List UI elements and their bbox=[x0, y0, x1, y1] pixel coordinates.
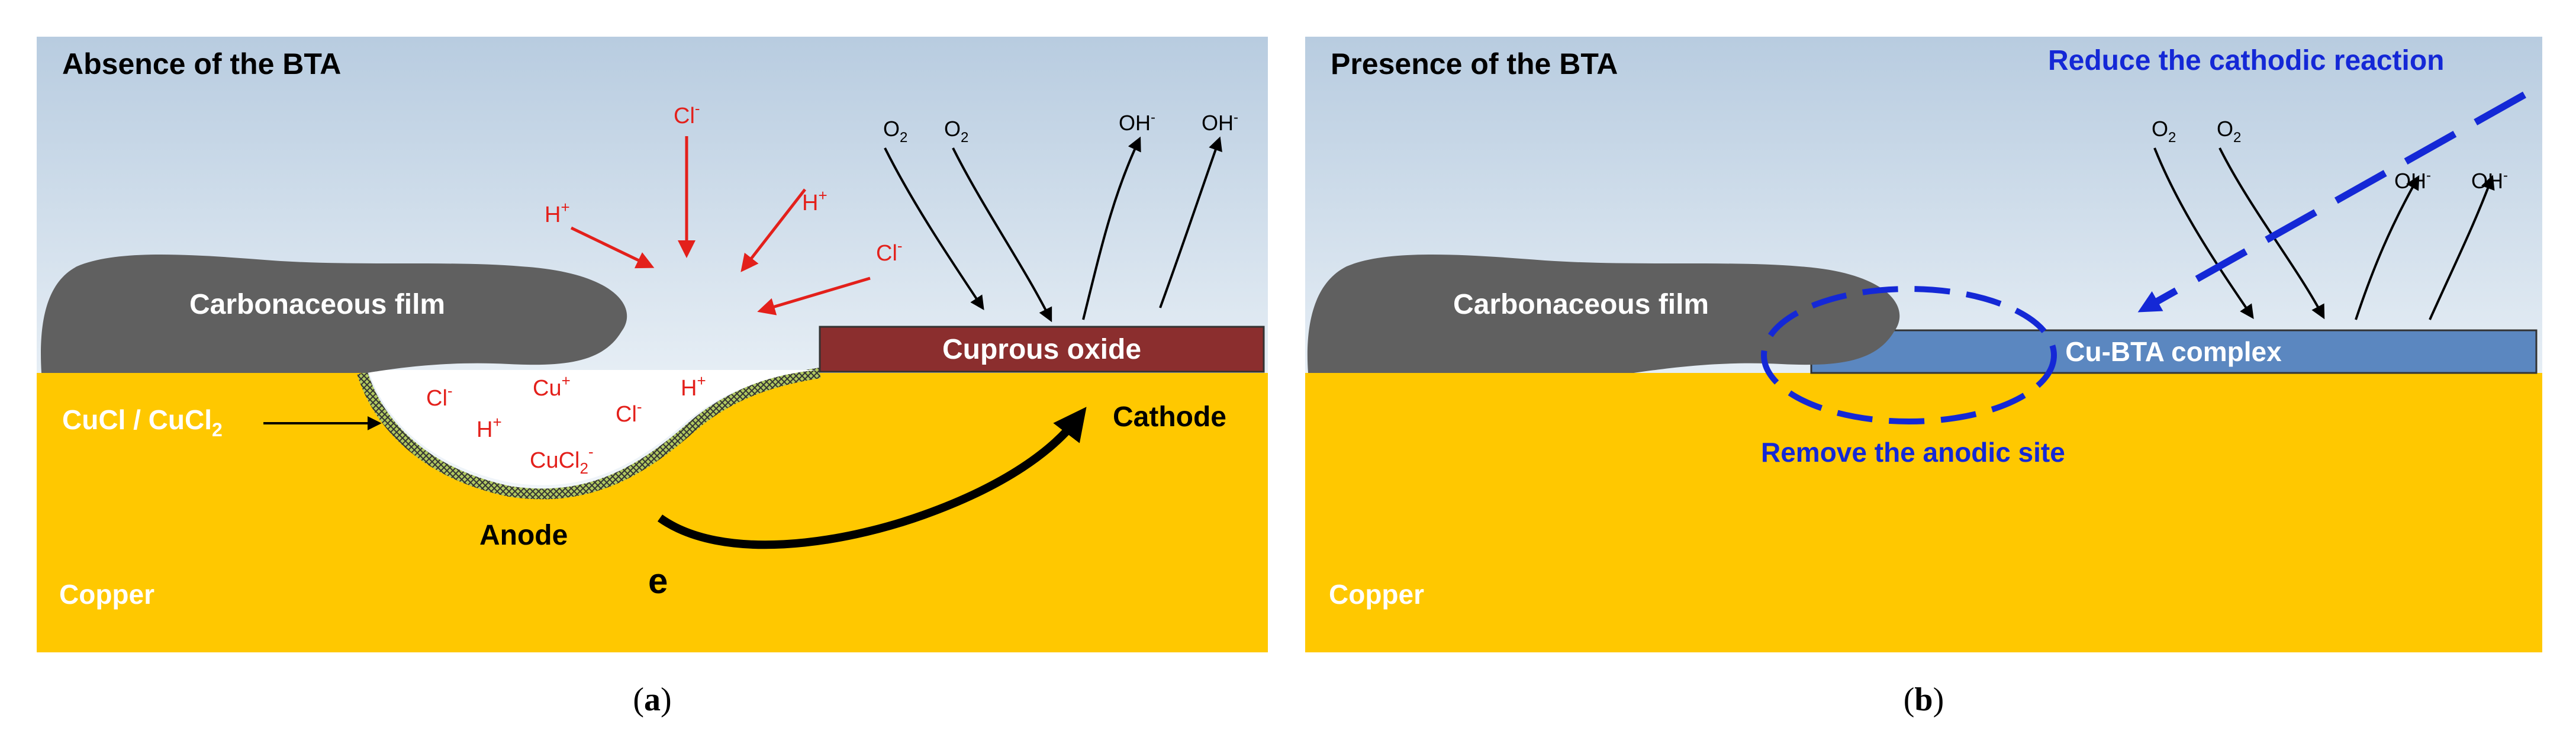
carbonaceous-film-b bbox=[1307, 255, 1900, 373]
carbon-film-label-b: Carbonaceous film bbox=[1453, 289, 1709, 320]
reduce-cathodic-arrow bbox=[2137, 91, 2526, 313]
carbonaceous-film-a bbox=[41, 255, 627, 373]
red-arrow-4 bbox=[757, 276, 871, 316]
cucl-layer bbox=[357, 368, 821, 500]
panel-a-title: Absence of the BTA bbox=[62, 47, 341, 81]
red-arrow-3 bbox=[740, 188, 806, 272]
copper-substrate-b bbox=[1305, 373, 2542, 652]
oh-b-2: OH- bbox=[2471, 168, 2508, 193]
o2-a-1: O2 bbox=[883, 117, 907, 146]
solution-ions: Cl- H+ H+ Cl- bbox=[545, 99, 903, 266]
sol-h-left: H+ bbox=[545, 198, 570, 227]
cucl-label: CuCl / CuCl2 bbox=[62, 404, 223, 440]
electron-label: e bbox=[648, 561, 668, 601]
oxygen-arrows-a bbox=[884, 136, 1222, 323]
oxygen-labels-a: O2 O2 OH- OH- bbox=[883, 110, 1238, 146]
ion-h-1: H+ bbox=[681, 372, 706, 401]
anode-label: Anode bbox=[479, 520, 568, 551]
panel-b: Presence of the BTA Reduce the cathodic … bbox=[1305, 37, 2542, 652]
oxygen-labels-b: O2 O2 OH- OH- bbox=[2152, 117, 2508, 193]
o2-b-2: O2 bbox=[2217, 117, 2241, 146]
ion-cucl2: CuCl2- bbox=[530, 443, 594, 477]
reduce-cathodic-label: Reduce the cathodic reaction bbox=[2048, 45, 2445, 76]
ion-cl-2: Cl- bbox=[616, 398, 642, 427]
oh-a-1: OH- bbox=[1119, 110, 1155, 135]
ion-migration-arrows bbox=[570, 136, 871, 316]
o2-b-1: O2 bbox=[2152, 117, 2176, 146]
remove-anodic-label: Remove the anodic site bbox=[1761, 437, 2065, 468]
cu-bta-complex-bar bbox=[1810, 329, 2538, 374]
oh-a-2: OH- bbox=[1202, 110, 1238, 135]
cathode-label: Cathode bbox=[1113, 401, 1226, 433]
cu-bta-label: Cu-BTA complex bbox=[2065, 336, 2282, 367]
o2-a-2: O2 bbox=[944, 117, 968, 146]
ion-h-2: H+ bbox=[476, 413, 502, 442]
panel-b-title: Presence of the BTA bbox=[1331, 47, 1618, 81]
caption-a: (a) bbox=[633, 681, 671, 718]
panel-a: Absence of the BTA Carbonaceous film Cup… bbox=[37, 37, 1268, 652]
ion-cu: Cu+ bbox=[533, 372, 571, 401]
ion-cl-1: Cl- bbox=[426, 382, 453, 411]
pit-interior bbox=[368, 370, 817, 485]
caption-b: (b) bbox=[1904, 681, 1944, 718]
pit-ions: Cl- Cu+ Cl- H+ H+ CuCl2- bbox=[426, 372, 706, 477]
copper-substrate-a bbox=[37, 373, 1268, 652]
cuprous-oxide-label: Cuprous oxide bbox=[942, 334, 1141, 365]
sol-cl-top: Cl- bbox=[674, 99, 700, 128]
red-arrow-2 bbox=[570, 226, 655, 269]
cuprous-oxide-bar bbox=[819, 326, 1265, 373]
carbon-film-label-a: Carbonaceous film bbox=[189, 289, 445, 320]
copper-label-b: Copper bbox=[1329, 579, 1424, 610]
anodic-site-ellipse bbox=[1761, 286, 2057, 424]
electron-flow-arrow bbox=[657, 407, 1087, 549]
copper-label-a: Copper bbox=[59, 579, 154, 610]
sol-h-right: H+ bbox=[802, 186, 827, 215]
sol-cl-right: Cl- bbox=[876, 237, 903, 266]
